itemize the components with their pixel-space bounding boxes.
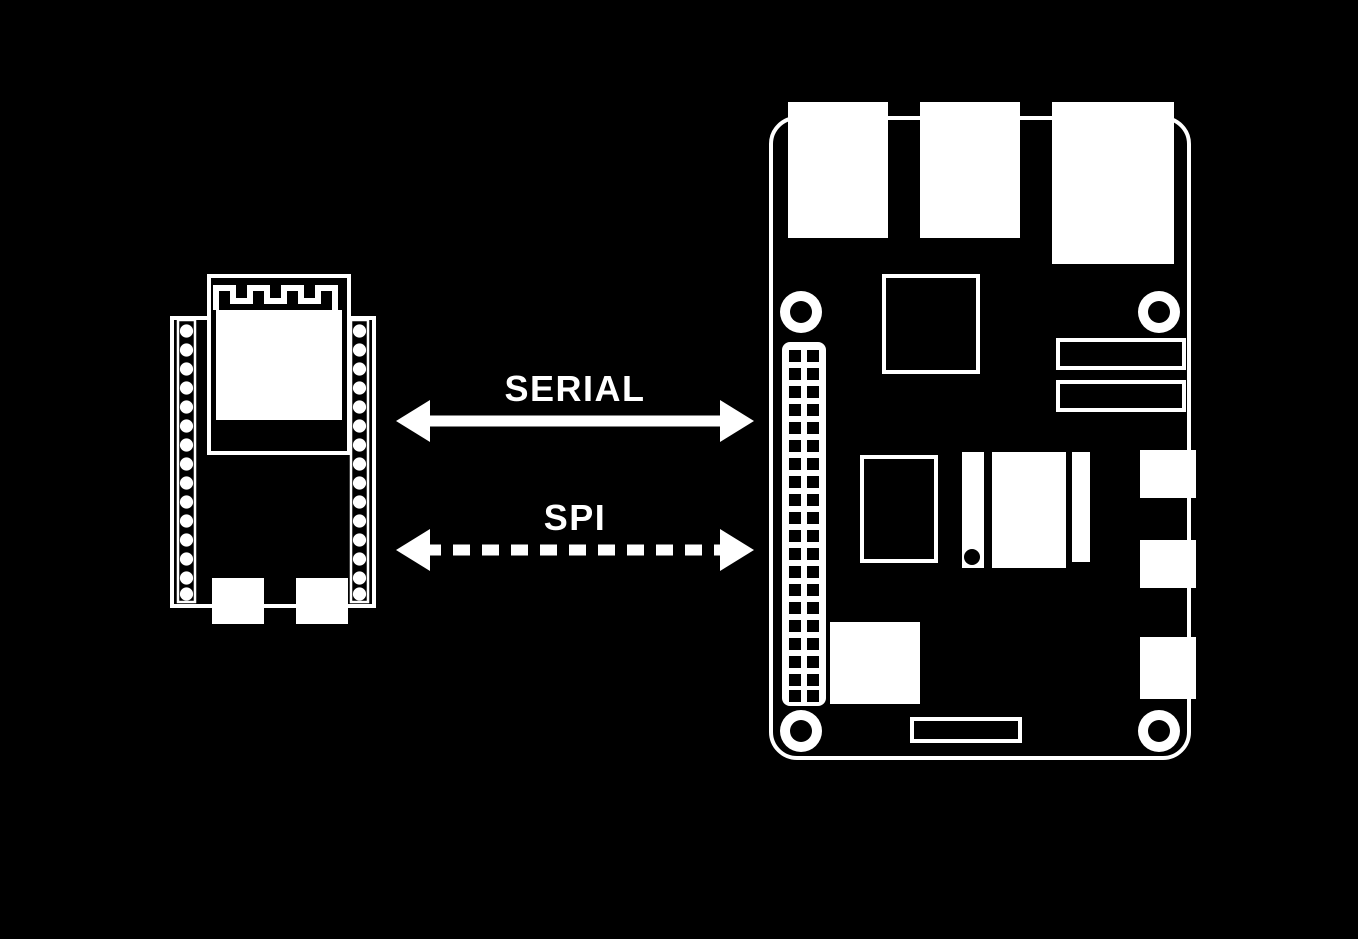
pi-gpio-pin-holes: [789, 350, 819, 702]
spi-label: SPI: [544, 497, 607, 538]
esp32-pad: [352, 514, 367, 528]
esp32-pad: [179, 533, 194, 547]
pi-camera-connector: [1056, 338, 1186, 370]
pi-audio-jack-slot: [910, 717, 1022, 743]
esp32-pad: [179, 400, 194, 414]
esp32-pad: [352, 381, 367, 395]
pi-gpio-header: [782, 342, 826, 706]
serial-label: SERIAL: [504, 368, 645, 409]
esp32-shield-fill: [216, 310, 342, 420]
pi-ethernet-phy-chip: [830, 622, 920, 704]
esp32-pad: [179, 343, 194, 357]
serial-arrow-right-icon: [720, 400, 754, 442]
spi-connection: SPI: [396, 497, 754, 571]
esp32-pad: [352, 587, 367, 601]
esp32-pad: [179, 514, 194, 528]
esp32-pad: [352, 552, 367, 566]
esp32-reset-button[interactable]: [296, 578, 348, 624]
pi-mounting-hole-bore: [790, 720, 812, 742]
pi-connector-pin-dot: [964, 549, 980, 565]
esp32-pad: [352, 438, 367, 452]
pi-gpio-header-body: [782, 342, 826, 706]
esp32-pad: [352, 457, 367, 471]
pi-mounting-hole-bore: [1148, 301, 1170, 323]
pi-ethernet-port: [1052, 102, 1174, 264]
raspberry-pi-board: [769, 102, 1196, 760]
esp32-pad: [352, 324, 367, 338]
pi-mounting-hole-bore: [1148, 720, 1170, 742]
serial-connection: SERIAL: [396, 368, 754, 442]
esp32-pad: [179, 587, 194, 601]
esp32-pad: [352, 533, 367, 547]
pi-mounting-holes: [780, 291, 1180, 752]
pcb-antenna-icon: [213, 285, 338, 310]
esp32-pin-row-left: [176, 318, 197, 604]
esp32-pad: [179, 476, 194, 490]
pi-usb-port-b: [920, 102, 1020, 238]
pi-connector-left-tab: [962, 452, 984, 568]
esp32-boot-button[interactable]: [212, 578, 264, 624]
pi-hdmi-connector: [992, 452, 1066, 568]
esp32-pad: [179, 324, 194, 338]
esp32-pad: [352, 419, 367, 433]
pi-ram-chip: [860, 455, 938, 563]
pi-soc-chip: [882, 274, 980, 374]
esp32-pad: [179, 495, 194, 509]
pi-usb-port-a: [788, 102, 888, 238]
esp32-pad: [179, 552, 194, 566]
esp32-pad: [352, 343, 367, 357]
esp32-pad: [179, 381, 194, 395]
esp32-pin-row-right: [349, 318, 370, 604]
esp32-pad: [352, 362, 367, 376]
esp32-module: [170, 274, 376, 624]
esp32-pad: [352, 400, 367, 414]
esp32-pad: [352, 476, 367, 490]
esp32-pad: [179, 362, 194, 376]
pi-micro-hdmi-port-2: [1140, 637, 1196, 699]
esp32-pad: [179, 457, 194, 471]
esp32-pad: [352, 571, 367, 585]
spi-arrow-left-icon: [396, 529, 430, 571]
esp32-pad: [179, 419, 194, 433]
esp32-pad: [352, 495, 367, 509]
pi-usb-c-power-port: [1140, 450, 1196, 498]
serial-arrow-left-icon: [396, 400, 430, 442]
spi-arrow-right-icon: [720, 529, 754, 571]
esp32-pad: [179, 438, 194, 452]
pi-micro-hdmi-port-1: [1140, 540, 1196, 588]
pi-mounting-hole-bore: [790, 301, 812, 323]
pi-connector-right-tab: [1072, 452, 1090, 562]
esp32-pad: [179, 571, 194, 585]
pi-display-connector: [1056, 380, 1186, 412]
